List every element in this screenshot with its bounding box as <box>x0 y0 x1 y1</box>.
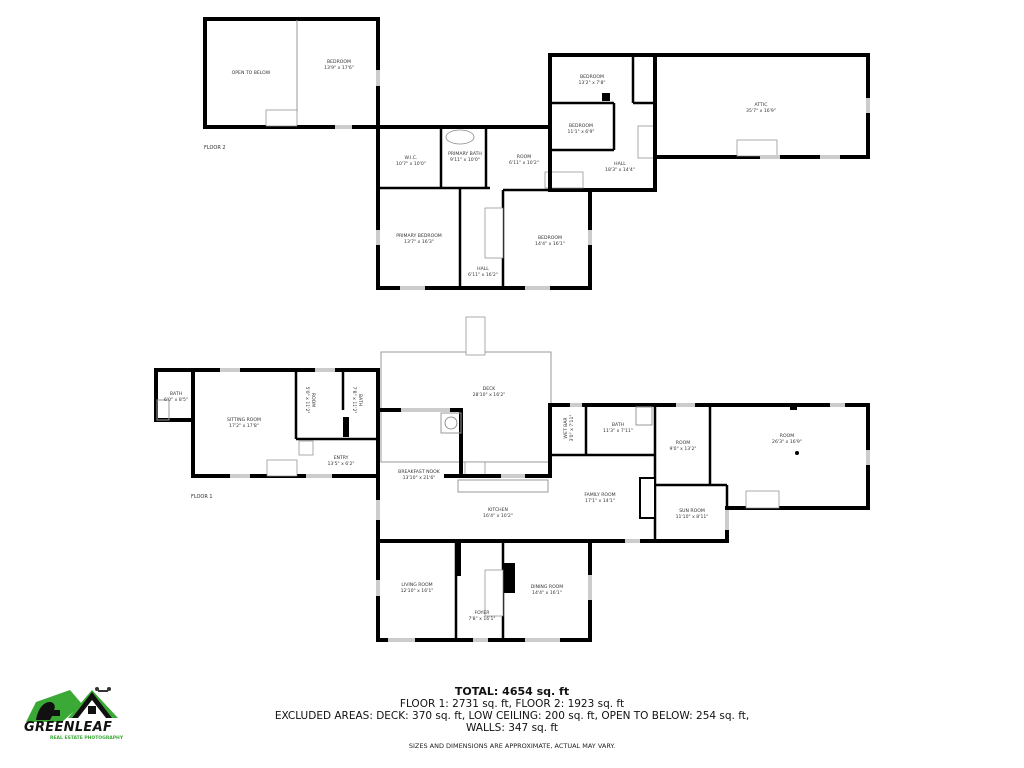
floor-areas: FLOOR 1: 2731 sq. ft, FLOOR 2: 1923 sq. … <box>399 698 625 710</box>
room-label: BATH 11'3" x 7'11" <box>603 422 633 434</box>
svg-text:ROOM: ROOM <box>676 440 690 446</box>
room-label: HALL 6'11" x 16'2" <box>468 266 498 278</box>
svg-text:HALL: HALL <box>614 161 626 167</box>
svg-text:WET BAR: WET BAR <box>563 417 569 439</box>
svg-text:ENTRY: ENTRY <box>334 455 349 461</box>
svg-text:14'4" x 16'1": 14'4" x 16'1" <box>532 590 562 596</box>
svg-text:PRIMARY BEDROOM: PRIMARY BEDROOM <box>396 233 442 239</box>
svg-text:7'8" x 11'2": 7'8" x 11'2" <box>351 386 357 413</box>
room-label: PRIMARY BATH 9'11" x 10'0" <box>448 151 482 163</box>
svg-text:14'4" x 16'1": 14'4" x 16'1" <box>535 241 565 247</box>
room-label: DECK 28'10" x 16'2" <box>473 386 506 398</box>
total-area: TOTAL: 4654 sq. ft <box>454 685 570 698</box>
svg-text:6'0" x 8'5": 6'0" x 8'5" <box>164 397 188 403</box>
room-label: ROOM 9'0" x 13'2" <box>669 440 696 452</box>
svg-text:6'11" x 10'2": 6'11" x 10'2" <box>509 160 539 166</box>
svg-text:BEDROOM: BEDROOM <box>569 123 593 129</box>
room-label: W.I.C. 10'7" x 10'0" <box>396 155 426 167</box>
greenleaf-logo-icon <box>26 687 118 722</box>
room-label: DINING ROOM 14'4" x 16'1" <box>531 584 564 596</box>
svg-text:17'1" x 14'1": 17'1" x 14'1" <box>585 498 615 504</box>
walls-area: WALLS: 347 sq. ft <box>465 722 559 734</box>
room-label: PRIMARY BEDROOM 13'7" x 16'3" <box>396 233 442 245</box>
svg-text:16'4" x 10'2": 16'4" x 10'2" <box>483 513 513 519</box>
svg-text:13'7" x 16'3": 13'7" x 16'3" <box>404 239 434 245</box>
svg-text:5'0" x 11'2": 5'0" x 11'2" <box>304 386 310 413</box>
floor-2: FLOOR 2 OPEN TO BELOW BEDROOM 13'9" x 17… <box>203 17 870 290</box>
svg-text:13'9" x 17'6": 13'9" x 17'6" <box>324 65 354 71</box>
room-label: FOYER 7'8" x 16'1" <box>468 610 495 622</box>
area-summary: TOTAL: 4654 sq. ft FLOOR 1: 2731 sq. ft,… <box>260 685 764 751</box>
svg-text:KITCHEN: KITCHEN <box>488 507 508 513</box>
svg-text:11'10" x 8'11": 11'10" x 8'11" <box>676 514 709 520</box>
logo-tagline: REAL ESTATE PHOTOGRAPHY <box>50 736 124 741</box>
svg-text:BEDROOM: BEDROOM <box>538 235 562 241</box>
svg-text:26'3" x 16'9": 26'3" x 16'9" <box>772 439 802 445</box>
svg-text:7'8" x 16'1": 7'8" x 16'1" <box>468 616 495 622</box>
room-label: OPEN TO BELOW <box>232 70 271 76</box>
excluded-areas: EXCLUDED AREAS: DECK: 370 sq. ft, LOW CE… <box>274 710 750 722</box>
room-label: BEDROOM 14'4" x 16'1" <box>535 235 565 247</box>
svg-text:ROOM: ROOM <box>517 154 531 160</box>
svg-text:OPEN TO BELOW: OPEN TO BELOW <box>232 70 271 76</box>
room-label: ROOM 26'3" x 16'9" <box>772 433 802 445</box>
svg-text:6'11" x 16'2": 6'11" x 16'2" <box>468 272 498 278</box>
svg-text:11'1" x 6'9": 11'1" x 6'9" <box>567 129 594 135</box>
svg-text:BEDROOM: BEDROOM <box>327 59 351 65</box>
floor-2-label: FLOOR 2 <box>204 145 226 151</box>
svg-text:13'10" x 21'6": 13'10" x 21'6" <box>403 475 436 481</box>
svg-text:DECK: DECK <box>483 386 497 392</box>
room-label: HALL 18'3" x 14'4" <box>605 161 635 173</box>
room-label: SUN ROOM 11'10" x 8'11" <box>676 508 709 520</box>
svg-text:ROOM: ROOM <box>780 433 794 439</box>
room-label: BATH 7'8" x 11'2" <box>351 386 363 413</box>
svg-text:28'10" x 16'2": 28'10" x 16'2" <box>473 392 506 398</box>
svg-text:17'2" x 17'8": 17'2" x 17'8" <box>229 423 259 429</box>
room-label: BEDROOM 13'2" x 7'8" <box>578 74 605 86</box>
svg-text:FAMILY ROOM: FAMILY ROOM <box>584 492 615 498</box>
svg-text:9'0" x 13'2": 9'0" x 13'2" <box>669 446 696 452</box>
svg-text:FOYER: FOYER <box>475 610 491 616</box>
svg-text:12'10" x 16'1": 12'10" x 16'1" <box>401 588 434 594</box>
svg-text:18'3" x 14'4": 18'3" x 14'4" <box>605 167 635 173</box>
svg-text:BATH: BATH <box>357 394 363 406</box>
svg-text:3'0" x 7'11": 3'0" x 7'11" <box>569 414 575 441</box>
svg-text:SITTING ROOM: SITTING ROOM <box>227 417 261 423</box>
svg-text:W.I.C.: W.I.C. <box>405 155 418 161</box>
svg-text:PRIMARY BATH: PRIMARY BATH <box>448 151 482 157</box>
room-label: BEDROOM 13'9" x 17'6" <box>324 59 354 71</box>
room-label: ATTIC 35'7" x 16'9" <box>746 102 776 114</box>
svg-text:DINING ROOM: DINING ROOM <box>531 584 564 590</box>
room-label: SITTING ROOM 17'2" x 17'8" <box>227 417 261 429</box>
logo-name: GREENLEAF <box>24 720 113 735</box>
room-label: ROOM 6'11" x 10'2" <box>509 154 539 166</box>
disclaimer: SIZES AND DIMENSIONS ARE APPROXIMATE, AC… <box>408 742 616 750</box>
room-label: BREAKFAST NOOK 13'10" x 21'6" <box>398 469 441 481</box>
svg-text:BATH: BATH <box>612 422 624 428</box>
svg-text:BATH: BATH <box>170 391 182 397</box>
svg-text:HALL: HALL <box>477 266 489 272</box>
room-label: ENTRY 13'5" x 6'2" <box>327 455 354 467</box>
room-label: KITCHEN 16'4" x 10'2" <box>483 507 513 519</box>
room-label: ROOM 5'0" x 11'2" <box>304 386 316 413</box>
svg-text:9'11" x 10'0": 9'11" x 10'0" <box>450 157 480 163</box>
room-label: BATH 6'0" x 8'5" <box>164 391 188 403</box>
svg-text:11'3" x 7'11": 11'3" x 7'11" <box>603 428 633 434</box>
floor-1: FLOOR 1 BATH 6'0" x 8'5" SITTING ROOM 17… <box>154 316 870 642</box>
svg-text:ATTIC: ATTIC <box>755 102 768 108</box>
svg-text:ROOM: ROOM <box>310 393 316 407</box>
svg-text:10'7" x 10'0": 10'7" x 10'0" <box>396 161 426 167</box>
svg-text:35'7" x 16'9": 35'7" x 16'9" <box>746 108 776 114</box>
room-label: FAMILY ROOM 17'1" x 14'1" <box>584 492 615 504</box>
svg-text:13'2" x 7'8": 13'2" x 7'8" <box>578 80 605 86</box>
floor-1-label: FLOOR 1 <box>191 494 213 500</box>
svg-text:BREAKFAST NOOK: BREAKFAST NOOK <box>398 469 441 475</box>
room-label: LIVING ROOM 12'10" x 16'1" <box>401 582 434 594</box>
svg-text:BEDROOM: BEDROOM <box>580 74 604 80</box>
svg-text:13'5" x 6'2": 13'5" x 6'2" <box>327 461 354 467</box>
room-label: BEDROOM 11'1" x 6'9" <box>567 123 594 135</box>
svg-text:SUN ROOM: SUN ROOM <box>679 508 705 514</box>
room-label: WET BAR 3'0" x 7'11" <box>563 414 575 441</box>
svg-text:LIVING ROOM: LIVING ROOM <box>401 582 432 588</box>
